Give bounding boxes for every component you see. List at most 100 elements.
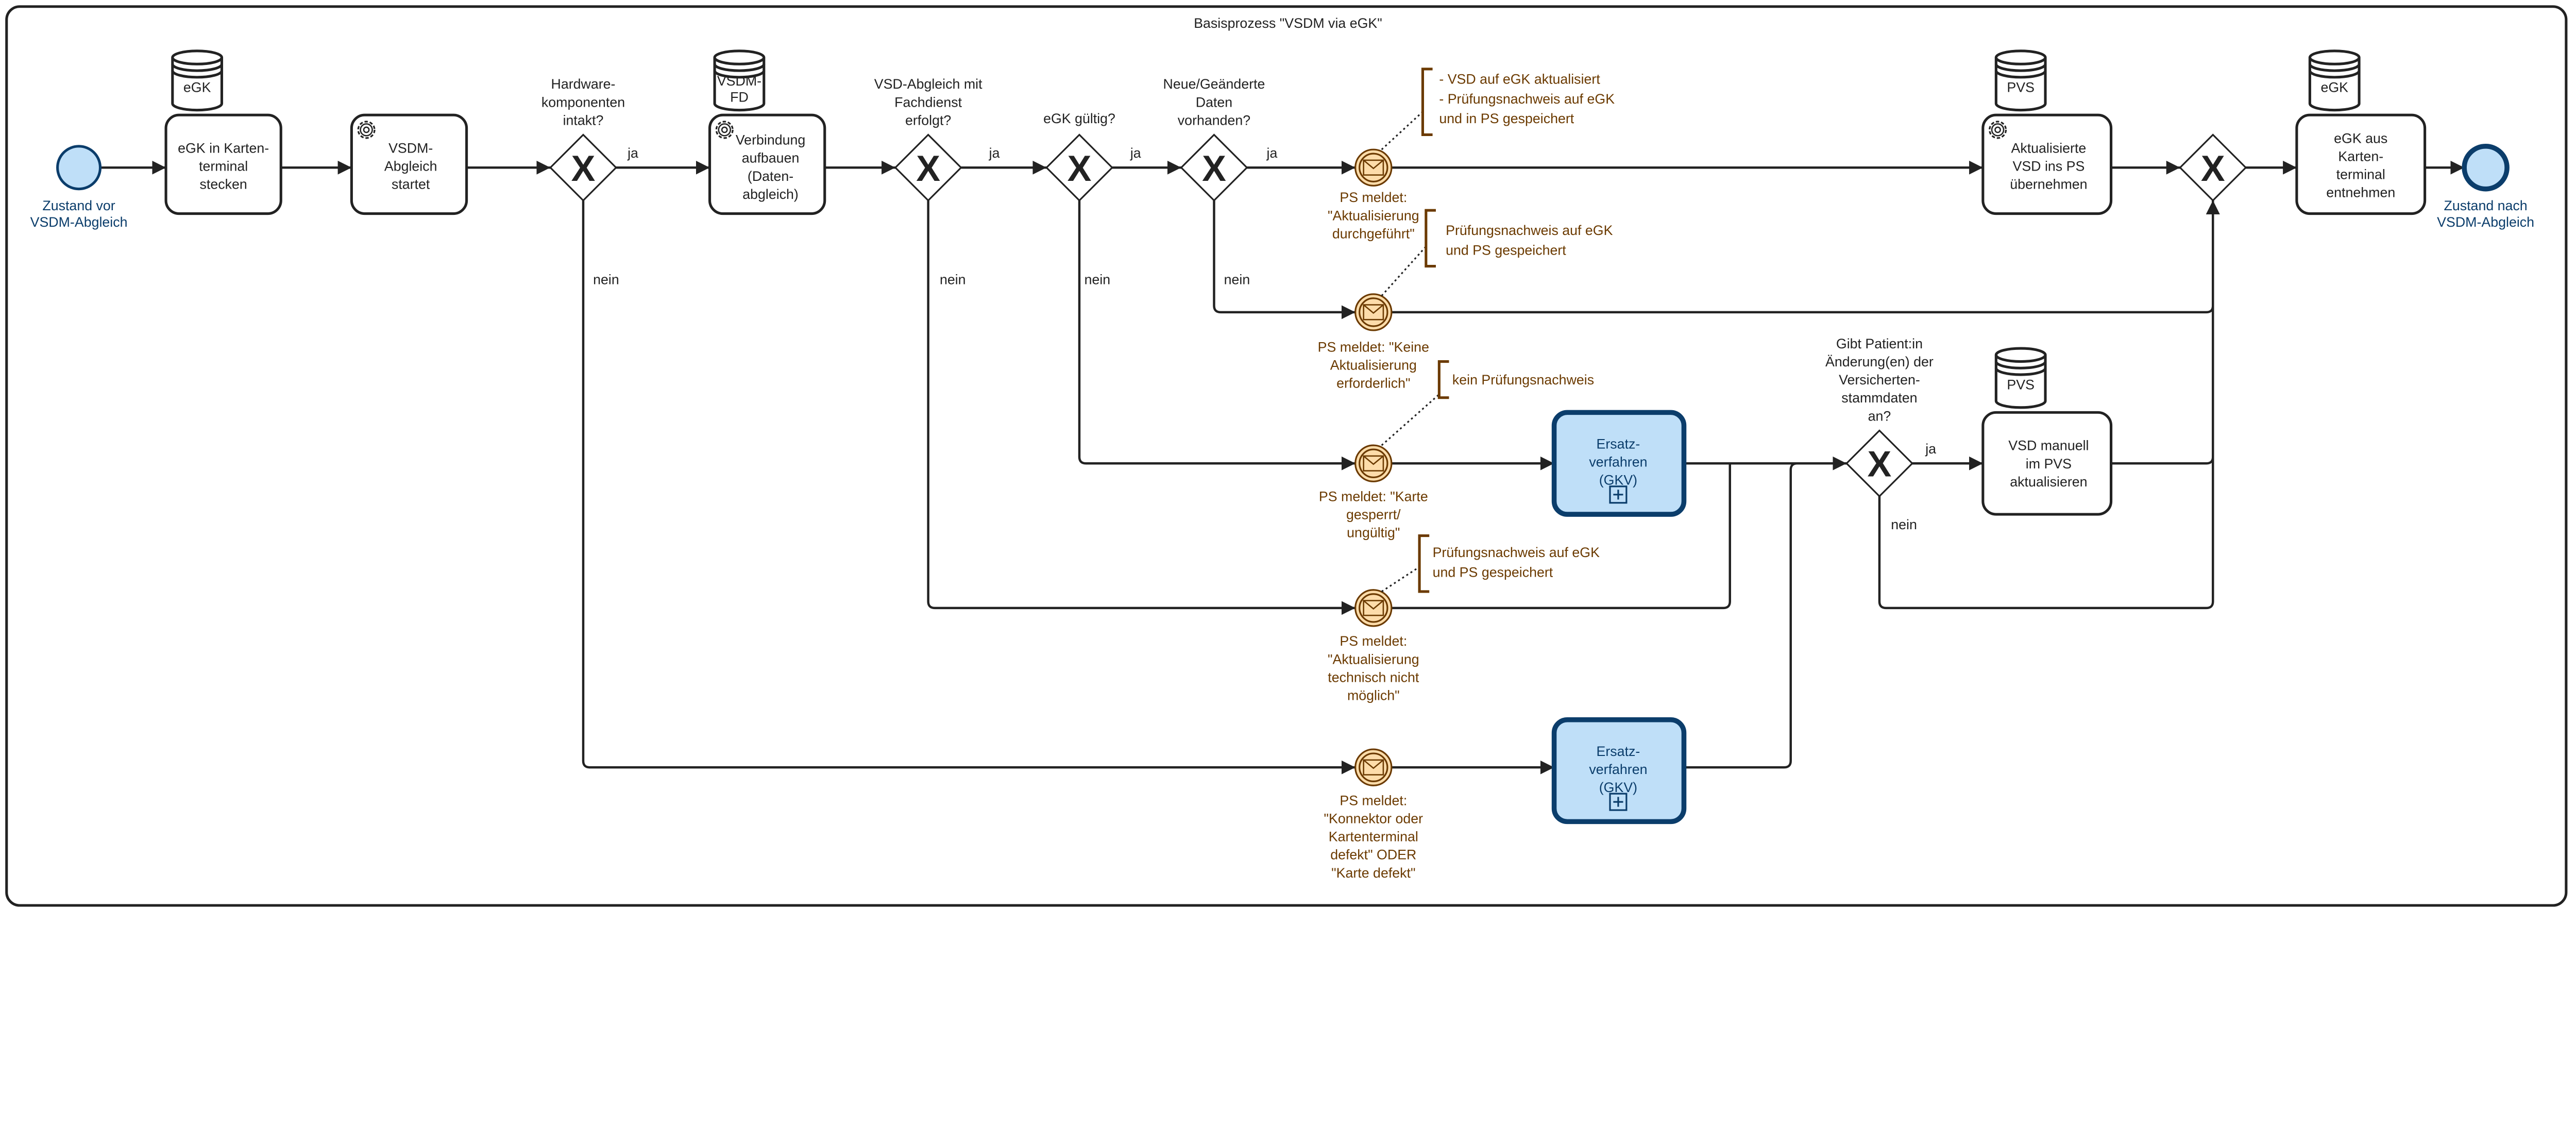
label-line: an? bbox=[1868, 408, 1891, 424]
task-take-over[interactable] bbox=[1981, 113, 2113, 215]
label-line: "Karte defekt" bbox=[1331, 865, 1415, 881]
gateway-hardware[interactable]: X bbox=[549, 133, 618, 202]
subprocess-label: Ersatz-verfahren (GKV) bbox=[1589, 436, 1647, 488]
label-line: "Aktualisierung bbox=[1328, 651, 1419, 667]
label-line: stammdaten bbox=[1841, 390, 1917, 406]
label-line: Zustand vor bbox=[42, 198, 115, 213]
envelope-icon bbox=[1363, 304, 1384, 321]
label-line: Kartenterminal bbox=[1329, 829, 1418, 845]
label-line: (GKV) bbox=[1599, 473, 1637, 488]
label-line: PS meldet: bbox=[1340, 190, 1407, 205]
process-title: Basisprozess "VSDM via eGK" bbox=[1194, 15, 1382, 31]
task-remove-card[interactable] bbox=[2295, 113, 2427, 215]
svg-text:X: X bbox=[1202, 148, 1226, 189]
label-yes: ja bbox=[1925, 441, 1936, 457]
annotation-bracket bbox=[1425, 209, 1436, 268]
flow[interactable] bbox=[1684, 462, 1798, 769]
end-event[interactable] bbox=[2462, 144, 2510, 192]
gateway-egk-valid[interactable]: X bbox=[1045, 133, 1114, 202]
flow-no[interactable] bbox=[582, 200, 1355, 775]
label-line: - VSD auf eGK aktualisiert bbox=[1439, 72, 1600, 87]
annotation-text: kein Prüfungsnachweis bbox=[1452, 372, 1594, 388]
label-line: Verbindung bbox=[736, 132, 805, 148]
subprocess-label: Ersatz-verfahren(GKV) bbox=[1589, 744, 1647, 795]
task-start-sync[interactable] bbox=[350, 113, 468, 215]
sequence-flows bbox=[100, 160, 2465, 775]
flow-no[interactable] bbox=[927, 200, 1355, 615]
gear-icon bbox=[715, 121, 734, 139]
task-connect[interactable] bbox=[708, 113, 826, 215]
envelope-icon bbox=[1363, 759, 1384, 776]
flow-no[interactable] bbox=[1878, 200, 2220, 610]
label-line: VSDM- bbox=[388, 141, 433, 156]
envelope-icon bbox=[1363, 600, 1384, 616]
gateway-patient-changes[interactable]: X bbox=[1845, 429, 1913, 498]
svg-text:X: X bbox=[2201, 148, 2225, 189]
message-event[interactable] bbox=[1354, 444, 1393, 482]
label-line: defekt" ODER bbox=[1330, 847, 1416, 863]
annotation-bracket bbox=[1421, 68, 1433, 137]
flow[interactable] bbox=[1391, 463, 1732, 610]
label-line: intakt? bbox=[563, 112, 604, 128]
label-yes: ja bbox=[1266, 145, 1278, 161]
label-no: nein bbox=[1224, 272, 1250, 288]
gateway-merge[interactable]: X bbox=[2179, 133, 2247, 202]
label-line: Daten bbox=[1196, 94, 1232, 110]
task-insert-card[interactable] bbox=[164, 113, 282, 215]
label-line: PVS bbox=[2007, 80, 2035, 95]
association-line bbox=[1381, 111, 1423, 150]
message-event[interactable] bbox=[1354, 589, 1393, 627]
subprocess-ersatzverfahren[interactable] bbox=[1551, 717, 1687, 825]
label-line: übernehmen bbox=[2010, 177, 2087, 192]
label-line: terminal bbox=[199, 159, 248, 174]
label-line: VSDM-Abgleich bbox=[30, 214, 128, 230]
svg-text:X: X bbox=[1067, 148, 1092, 189]
task-manual-update[interactable] bbox=[1981, 411, 2113, 516]
svg-text:X: X bbox=[571, 148, 596, 189]
svg-text:X: X bbox=[916, 148, 940, 189]
label-no: nein bbox=[1084, 272, 1111, 288]
label-yes: ja bbox=[989, 145, 1000, 161]
label-line: verfahren bbox=[1589, 455, 1647, 470]
annotation-text: - VSD auf eGK aktualisiert- Prüfungsnach… bbox=[1439, 72, 1615, 127]
flow-no[interactable] bbox=[1213, 200, 1355, 319]
label-line: Karten- bbox=[2338, 148, 2383, 164]
bpmn-diagram: Basisprozess "VSDM via eGK" ja nein ja n… bbox=[5, 5, 2568, 907]
expand-marker-icon[interactable] bbox=[1609, 793, 1628, 811]
expand-marker-icon[interactable] bbox=[1609, 485, 1628, 504]
message-event[interactable] bbox=[1354, 293, 1393, 331]
flow-no[interactable] bbox=[1078, 200, 1355, 470]
label-line: VSDM-Abgleich bbox=[2437, 214, 2534, 230]
annotation-bracket bbox=[1418, 534, 1430, 593]
gateway-new-data[interactable]: X bbox=[1180, 133, 1248, 202]
label-line: Versicherten- bbox=[1839, 372, 1920, 388]
label-line: "Konnektor oder bbox=[1324, 811, 1423, 827]
label-line: erforderlich" bbox=[1336, 376, 1410, 391]
label-line: verfahren bbox=[1589, 762, 1647, 777]
flow[interactable] bbox=[2111, 457, 2214, 465]
gateway-sync-done[interactable]: X bbox=[894, 133, 962, 202]
message-event[interactable] bbox=[1354, 748, 1393, 786]
label-line: erfolgt? bbox=[905, 112, 951, 128]
annotation-bracket bbox=[1437, 360, 1449, 399]
label-no: nein bbox=[940, 272, 966, 288]
start-event[interactable] bbox=[56, 145, 102, 191]
label-line: Ersatz- bbox=[1597, 436, 1640, 452]
message-event[interactable] bbox=[1354, 148, 1393, 187]
label-line: vorhanden? bbox=[1178, 112, 1250, 128]
label-line: PS meldet: bbox=[1340, 793, 1407, 808]
label-line: Neue/Geänderte bbox=[1163, 76, 1265, 92]
subprocess-ersatzverfahren[interactable] bbox=[1551, 410, 1687, 517]
label-line: VSD-Abgleich mit bbox=[874, 76, 982, 92]
data-store-label: VSDM-FD bbox=[717, 73, 761, 105]
